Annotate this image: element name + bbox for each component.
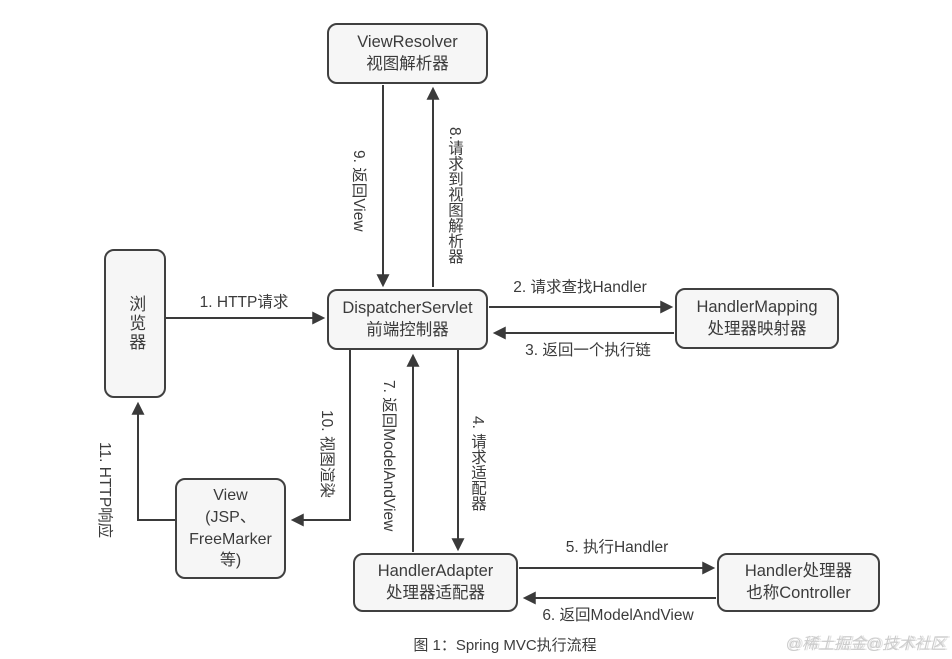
node-view-line: 等) <box>219 552 242 570</box>
edge-label-view-render: 10. 视图渲染 <box>318 410 335 498</box>
edge-label-return-modelandview-up: 7. 返回ModelAndView <box>380 380 397 532</box>
node-handler-adapter-subtitle: 处理器适配器 <box>386 583 485 602</box>
node-view-resolver-title: ViewResolver <box>357 32 458 51</box>
node-view-resolver: ViewResolver 视图解析器 <box>327 23 488 84</box>
node-handler: Handler处理器 也称Controller <box>717 553 880 612</box>
edge-label-execute-handler: 5. 执行Handler <box>565 539 669 556</box>
edge-label-return-view: 9. 返回View <box>350 150 367 232</box>
node-handler-title: Handler处理器 <box>744 561 853 580</box>
edge-label-request-adapter: 4. 请求适配器 <box>469 415 486 511</box>
node-handler-adapter: HandlerAdapter 处理器适配器 <box>353 553 518 612</box>
node-browser-title: 浏览器 <box>126 295 146 352</box>
node-handler-mapping-subtitle: 处理器映射器 <box>707 319 807 338</box>
node-view-line: FreeMarker <box>189 530 272 548</box>
edge-label-find-handler: 2. 请求查找Handler <box>513 279 647 296</box>
edge-label-return-execution-chain: 3. 返回一个执行链 <box>525 342 651 359</box>
node-dispatcher-servlet-subtitle: 前端控制器 <box>366 320 449 339</box>
edge-label-return-modelandview: 6. 返回ModelAndView <box>542 607 694 624</box>
node-view: View (JSP、 FreeMarker 等) <box>175 478 286 579</box>
node-view-line: View <box>213 487 248 505</box>
node-handler-adapter-title: HandlerAdapter <box>377 561 494 580</box>
node-handler-subtitle: 也称Controller <box>746 583 851 602</box>
node-dispatcher-servlet: DispatcherServlet 前端控制器 <box>327 289 488 350</box>
node-dispatcher-servlet-title: DispatcherServlet <box>342 298 473 317</box>
node-browser: 浏览器 <box>104 249 166 398</box>
edge-label-http-response: 11. HTTP响应 <box>96 441 113 539</box>
watermark-text: @稀土掘金@技术社区 <box>785 636 947 653</box>
arrow-view-render <box>290 350 351 527</box>
edge-label-http-request: 1. HTTP请求 <box>199 294 289 311</box>
node-handler-mapping: HandlerMapping 处理器映射器 <box>675 288 839 349</box>
node-view-resolver-subtitle: 视图解析器 <box>366 54 449 73</box>
edge-label-request-view-resolver: 8.请求到视图解析器 <box>446 126 463 264</box>
figure-caption: 图 1：Spring MVC执行流程 <box>413 637 597 654</box>
arrow-http-response <box>131 401 176 521</box>
node-view-line: (JSP、 <box>205 508 256 526</box>
node-handler-mapping-title: HandlerMapping <box>696 297 818 316</box>
